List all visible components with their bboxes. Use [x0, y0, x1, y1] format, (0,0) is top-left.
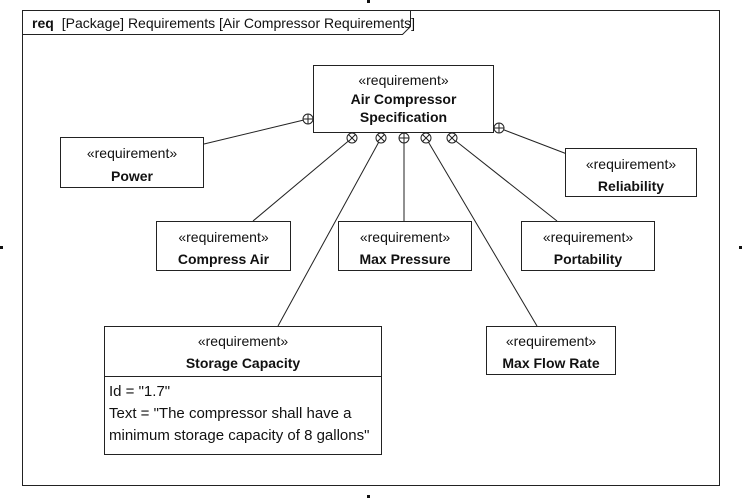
requirement-name: Max Flow Rate — [502, 355, 600, 371]
requirement-storage-capacity[interactable]: «requirement» Storage Capacity Id = "1.7… — [104, 326, 382, 455]
frame-keyword: req — [32, 15, 54, 31]
attributes-compartment: Id = "1.7" Text = "The compressor shall … — [105, 376, 381, 454]
containment-plus-icon — [493, 122, 505, 134]
stereotype-label: «requirement» — [359, 229, 451, 245]
requirement-name-line2: Specification — [359, 109, 448, 125]
requirement-id: Id = "1.7" — [109, 383, 171, 400]
connector-storage-capacity — [277, 137, 382, 327]
containment-cross-icon — [420, 132, 432, 144]
requirement-name: Storage Capacity — [185, 355, 301, 371]
connector-max-flow-rate — [425, 137, 538, 327]
containment-cross-icon — [346, 132, 358, 144]
requirement-max-pressure[interactable]: «requirement» Max Pressure — [338, 221, 472, 271]
requirement-reliability[interactable]: «requirement» Reliability — [565, 148, 697, 197]
edge-tick-mark — [739, 246, 742, 249]
requirement-compress-air[interactable]: «requirement» Compress Air — [156, 221, 291, 271]
stereotype-label: «requirement» — [542, 229, 634, 245]
connector-compress-air — [252, 137, 353, 222]
diagram-frame: req [Package] Requirements [Air Compresso… — [22, 10, 720, 486]
frame-tab-outline — [22, 10, 411, 35]
requirement-name: Max Pressure — [359, 251, 451, 267]
containment-cross-icon — [446, 132, 458, 144]
requirement-name-line1: Air Compressor — [350, 91, 457, 107]
requirement-air-compressor-specification[interactable]: «requirement» Air Compressor Specificati… — [313, 65, 494, 133]
requirement-max-flow-rate[interactable]: «requirement» Max Flow Rate — [486, 326, 616, 375]
stereotype-label: «requirement» — [197, 333, 289, 349]
connector-reliability — [498, 127, 568, 155]
edge-tick-mark — [367, 0, 370, 3]
frame-title: [Package] Requirements [Air Compressor R… — [61, 15, 416, 31]
requirement-name: Reliability — [597, 178, 665, 194]
stereotype-label: «requirement» — [505, 333, 597, 349]
connector-power — [203, 118, 309, 145]
requirement-text-line1: Text = "The compressor shall have a — [109, 405, 352, 422]
stereotype-label: «requirement» — [178, 229, 269, 245]
stereotype-label: «requirement» — [585, 156, 677, 172]
containment-cross-icon — [375, 132, 387, 144]
requirement-portability[interactable]: «requirement» Portability — [521, 221, 655, 271]
stereotype-label: «requirement» — [358, 72, 449, 88]
requirement-text-line2: minimum storage capacity of 8 gallons" — [109, 427, 370, 444]
requirement-name: Portability — [553, 251, 623, 267]
containment-plus-icon — [398, 132, 410, 144]
requirement-name: Compress Air — [177, 251, 270, 267]
frame-header: req [Package] Requirements [Air Compresso… — [23, 11, 423, 35]
requirement-name: Power — [110, 168, 153, 184]
requirement-power[interactable]: «requirement» Power — [60, 137, 204, 188]
edge-tick-mark — [0, 246, 3, 249]
edge-tick-mark — [367, 495, 370, 498]
connector-portability — [451, 137, 558, 222]
stereotype-label: «requirement» — [86, 145, 178, 161]
containment-plus-icon — [302, 113, 314, 125]
